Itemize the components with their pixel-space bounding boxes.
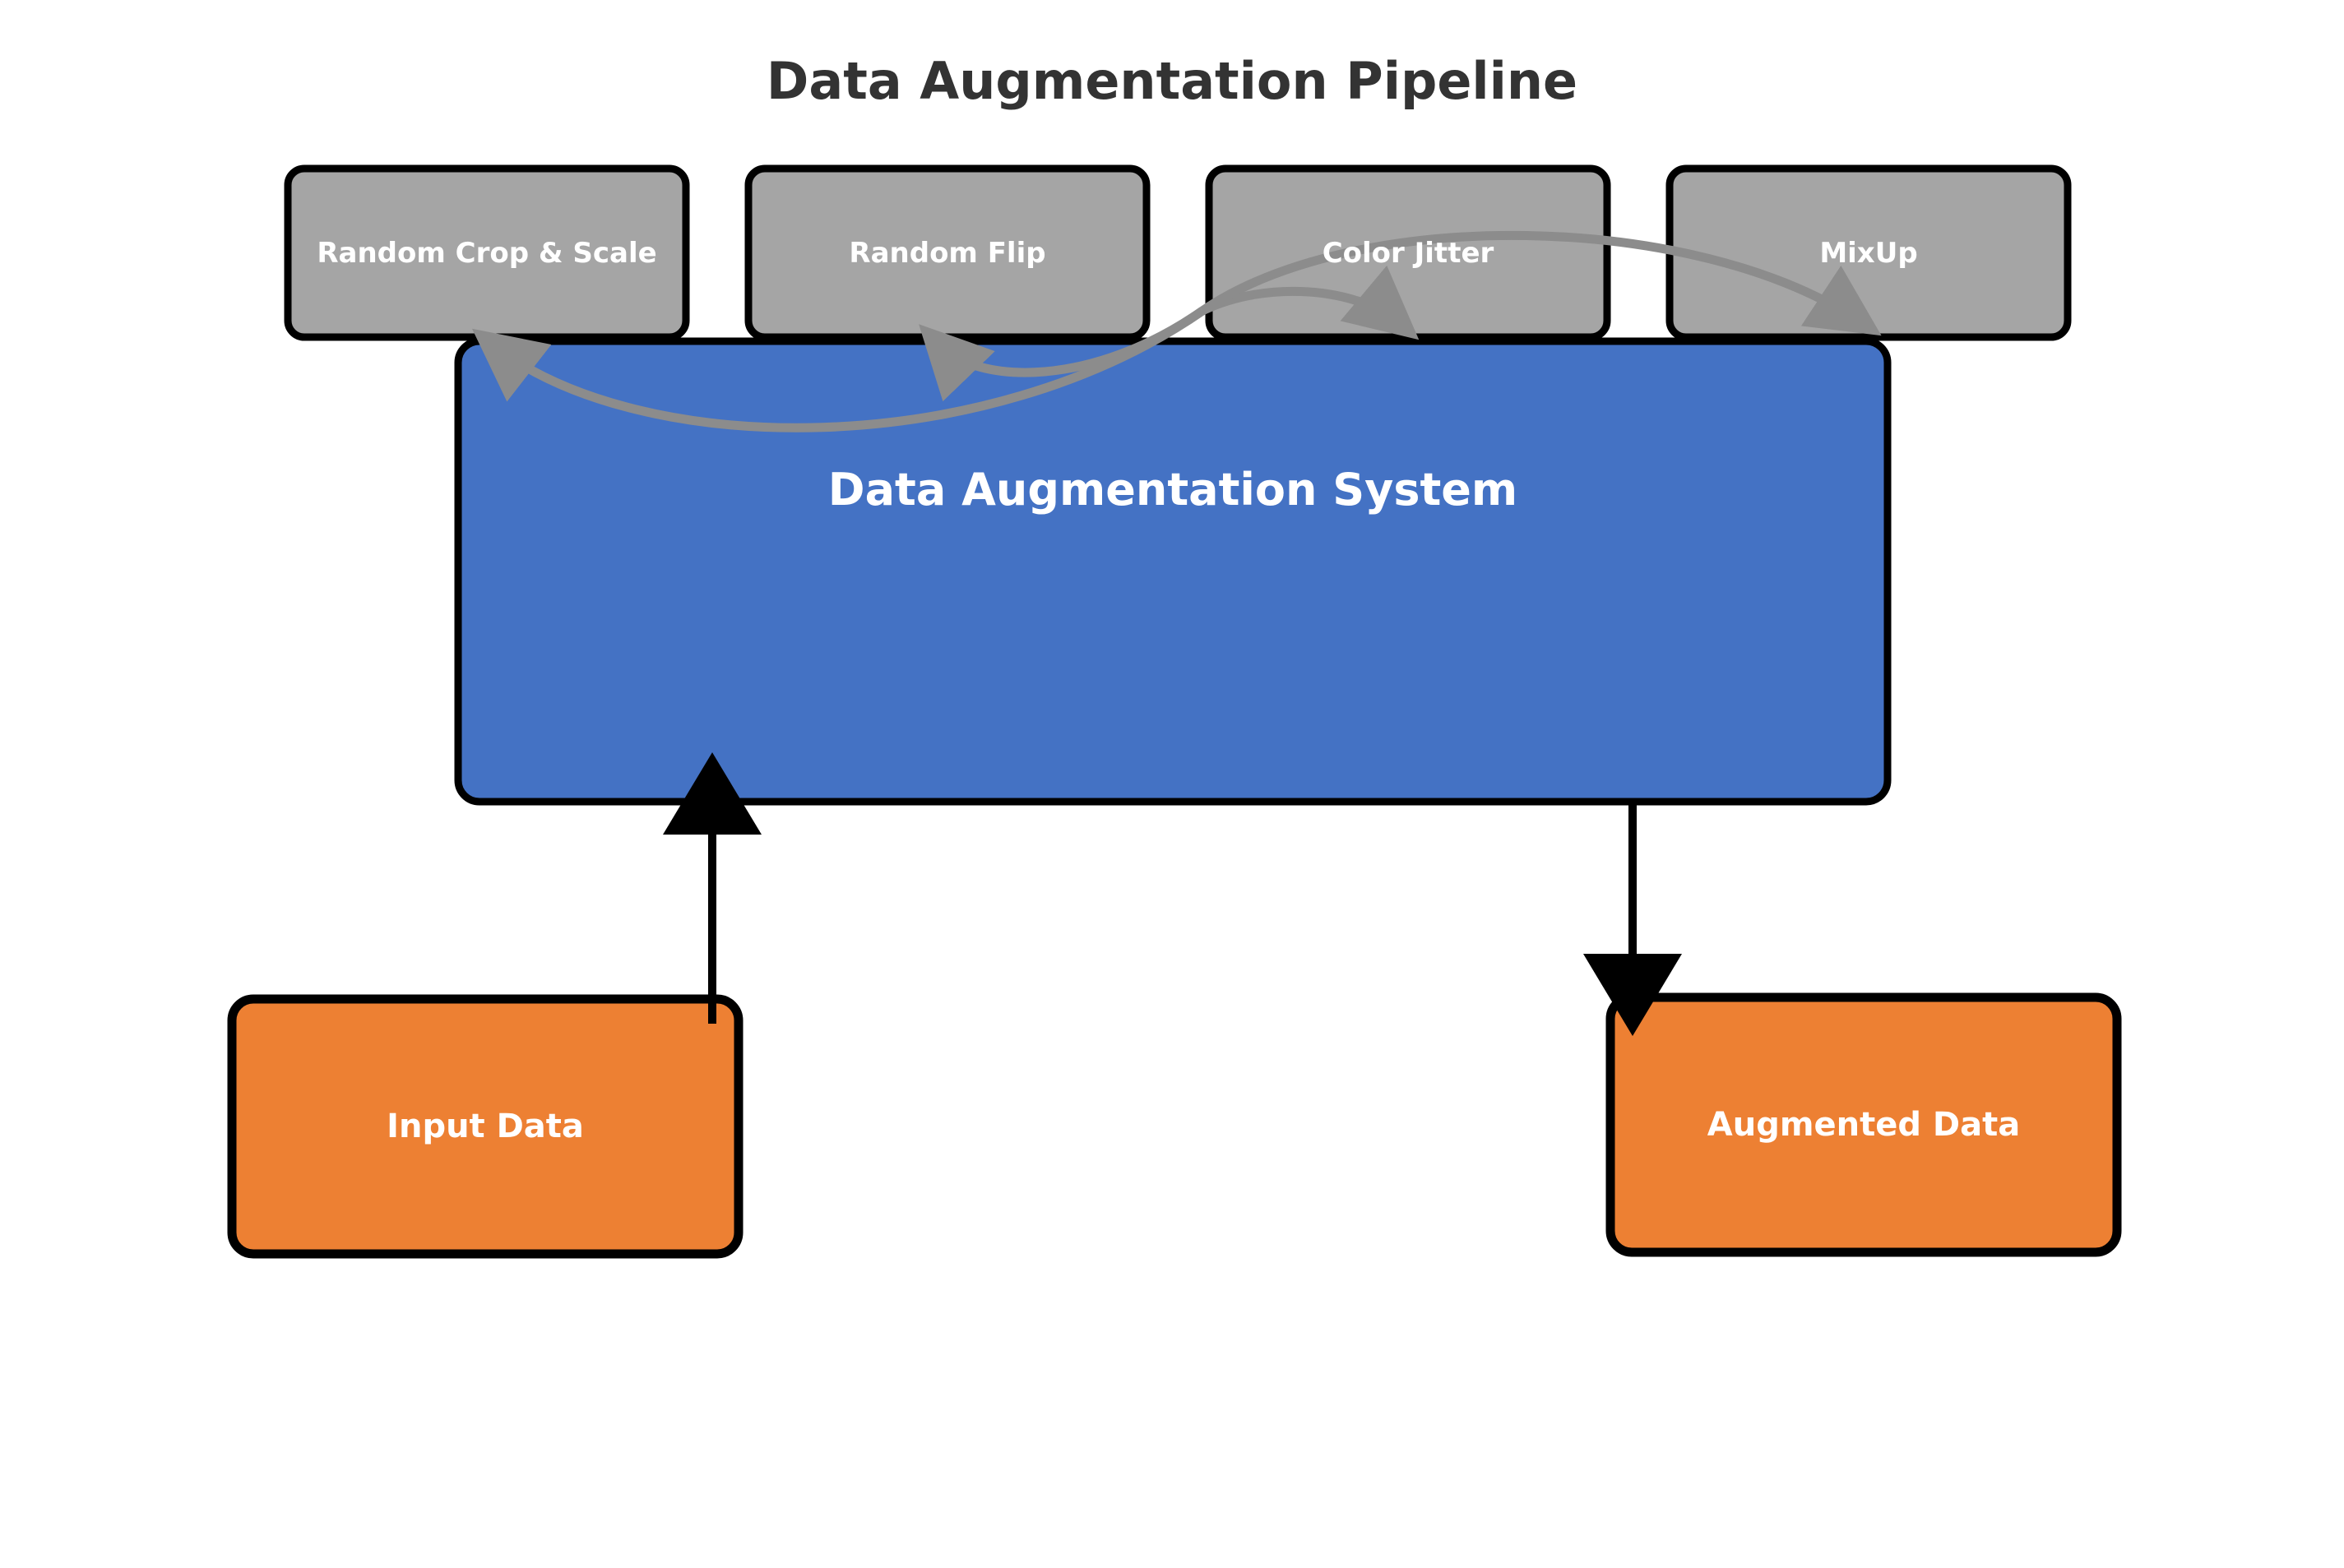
system-node-box[interactable]: [454, 337, 1892, 806]
stage-node-box-color-jitter[interactable]: [1205, 164, 1611, 341]
page-title: Data Augmentation Pipeline: [766, 51, 1578, 111]
io-node-box-input-data[interactable]: [227, 994, 744, 1259]
stage-link-mixup: [1199, 230, 1882, 336]
stage-link-random-crop-scale: [471, 307, 1206, 432]
stage-node-box-mixup[interactable]: [1665, 164, 2072, 341]
io-node-box-augmented-data[interactable]: [1605, 992, 2122, 1257]
stage-link-color-jitter: [1200, 265, 1420, 340]
stage-link-random-flip: [919, 307, 1206, 402]
stage-node-box-random-flip[interactable]: [744, 164, 1151, 341]
stage-node-box-random-crop-scale[interactable]: [284, 164, 690, 341]
